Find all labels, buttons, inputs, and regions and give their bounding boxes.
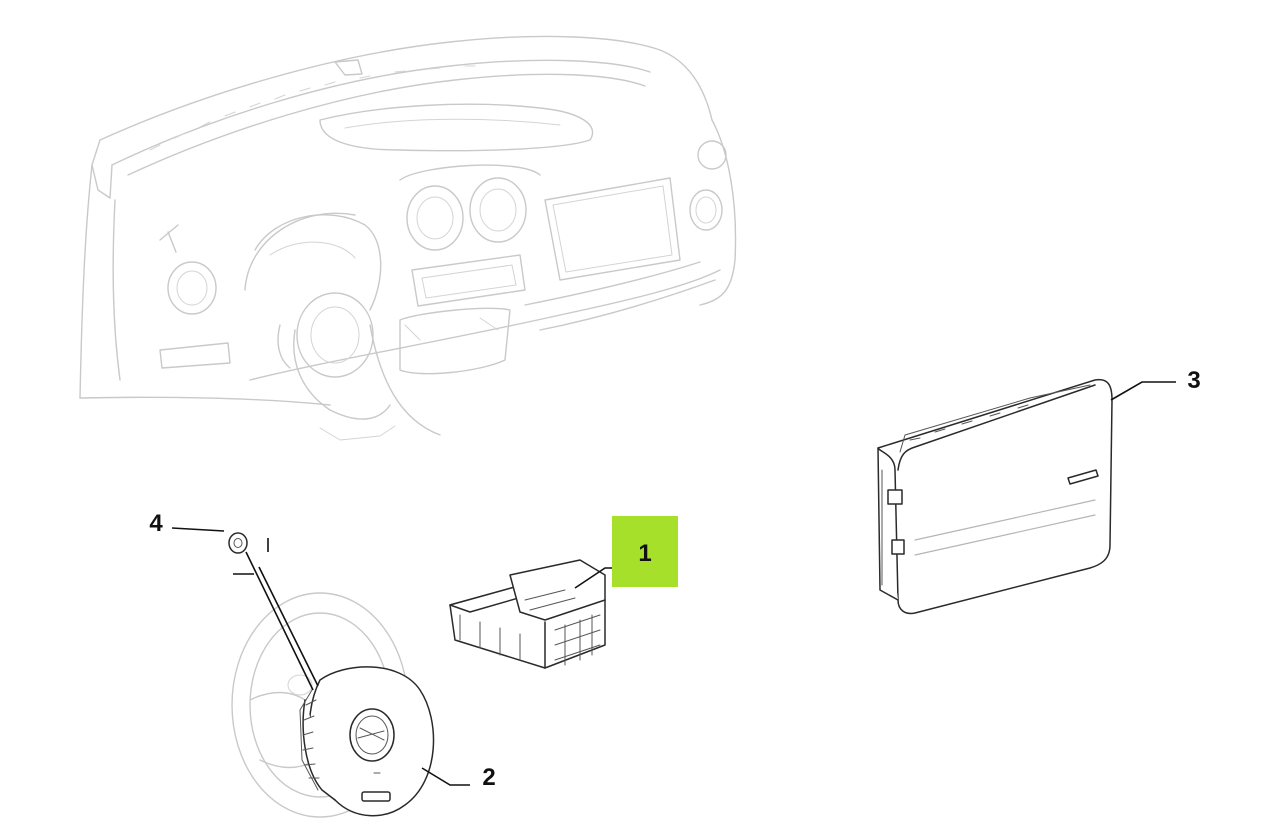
callout-3-label: 3 xyxy=(1187,367,1200,394)
driver-airbag-module xyxy=(299,666,435,817)
explode-lines xyxy=(233,538,319,691)
callout-1-highlight xyxy=(612,516,678,587)
airbag-control-unit xyxy=(449,559,606,669)
washer-part xyxy=(228,532,248,554)
callout-2-label: 2 xyxy=(482,764,495,791)
leader-3 xyxy=(1110,381,1176,401)
leader-lines xyxy=(171,381,1176,786)
passenger-airbag-module xyxy=(877,378,1113,615)
leader-2 xyxy=(421,767,470,786)
dashboard-ghost-drawing xyxy=(79,35,737,441)
callout-4-label: 4 xyxy=(149,510,163,537)
callouts: 1 2 3 4 xyxy=(149,367,1200,791)
leader-1 xyxy=(574,567,612,589)
leader-4 xyxy=(171,527,225,532)
callout-1-label: 1 xyxy=(638,540,651,567)
